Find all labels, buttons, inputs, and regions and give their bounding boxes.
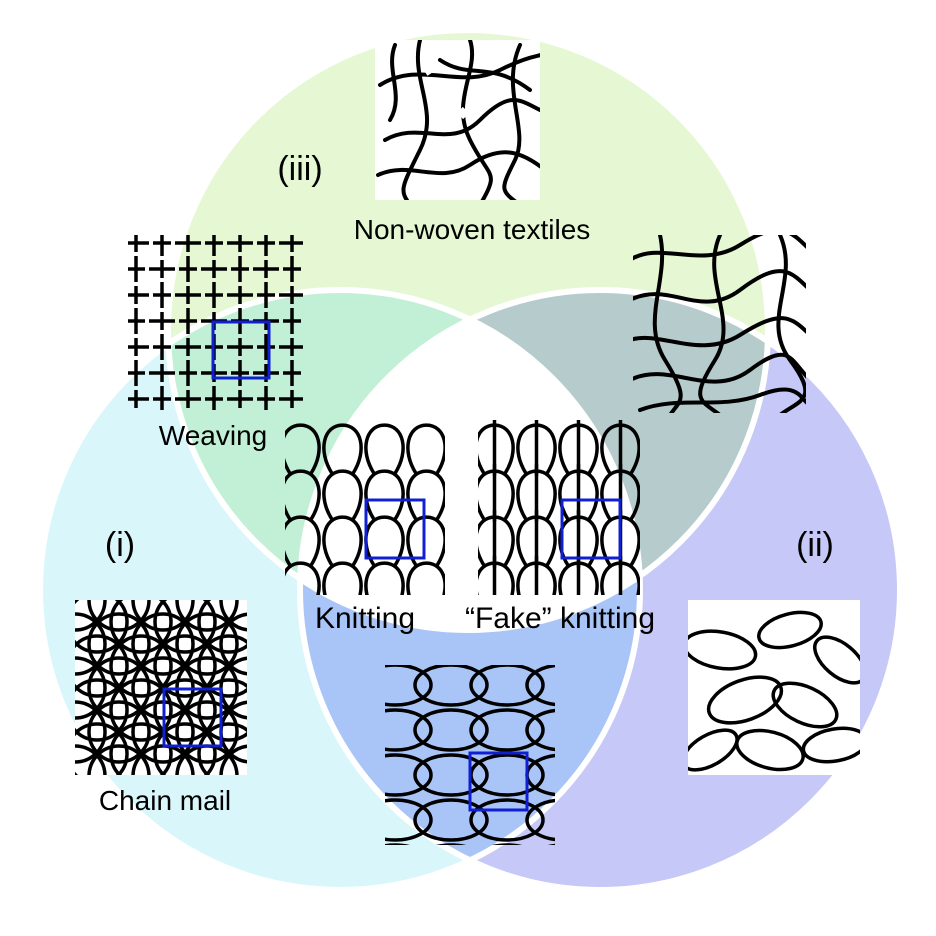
chain-ring-offset [197, 634, 247, 698]
chain-ring-offset [75, 678, 129, 742]
knit-loop [406, 423, 445, 475]
horizontal-loop [525, 665, 555, 707]
chain-ring-offset [153, 634, 217, 698]
knit-loop [406, 561, 445, 595]
chain-ring [175, 612, 239, 676]
fake-knitting-pattern [478, 420, 640, 595]
chain-ring-offset [109, 722, 173, 775]
chain-ring-offset [153, 600, 217, 654]
horizontal-loop [385, 753, 433, 797]
non-woven-pattern [375, 40, 540, 200]
horizontal-loop [385, 665, 433, 707]
non-woven-label: Non-woven textiles [354, 214, 591, 245]
chain-ring [87, 612, 151, 676]
chain-ring [87, 600, 151, 632]
chain-mail-pattern [75, 600, 247, 775]
chain-ring [131, 600, 195, 632]
non-woven-tangle-pattern [633, 235, 806, 413]
region-ii-label: (ii) [796, 526, 834, 564]
horizontal-loop [413, 665, 489, 707]
chain-ring [175, 700, 239, 764]
chain-ring [131, 612, 195, 676]
weaving-label: Weaving [159, 420, 267, 451]
chain-ring [75, 656, 107, 720]
knit-loop [285, 469, 321, 521]
chain-ring-offset [153, 678, 217, 742]
knit-loop [322, 561, 363, 595]
knit-loop [322, 469, 363, 521]
horizontal-loop [413, 753, 489, 797]
chain-ring-offset [75, 600, 129, 654]
knitting-unit-cell [364, 498, 426, 560]
chain-ring-offset [153, 722, 217, 775]
weaving-unit-cell [211, 320, 271, 380]
chain-ring-offset [109, 678, 173, 742]
horizontal-loop [525, 798, 555, 842]
chain-ring [87, 656, 151, 720]
random-rings-pattern [688, 600, 860, 775]
knit-loop [285, 515, 321, 567]
chain-ring-offset [197, 678, 247, 742]
chain-ring-offset [197, 722, 247, 775]
region-i-label: (i) [105, 526, 135, 564]
chain-ring [175, 600, 239, 632]
chain-ring [219, 612, 247, 676]
horizontal-loop [413, 798, 489, 842]
horizontal-loop [469, 708, 545, 752]
horizontal-loop [469, 798, 545, 842]
horizontal-loop [525, 708, 555, 752]
knitting-pattern [285, 423, 445, 595]
horizontal-loop [385, 708, 433, 752]
knit-loop [322, 515, 363, 567]
chain-ring [87, 744, 151, 775]
fake-knitting-unit-cell [560, 498, 622, 560]
chain-ring [87, 700, 151, 764]
knit-loop [322, 423, 363, 475]
knitting-label: Knitting [315, 602, 415, 635]
chain-ring-offset [75, 634, 129, 698]
knit-loop [364, 561, 405, 595]
knit-loop [285, 561, 321, 595]
knit-loop [285, 423, 321, 475]
chain-mail-label: Chain mail [99, 785, 231, 816]
region-iii-label: (iii) [277, 150, 322, 188]
horizontal-loop [385, 798, 433, 842]
chain-mail-unit-cell [162, 687, 223, 748]
chain-ring-offset [109, 600, 173, 654]
knit-loop [406, 515, 445, 567]
horizontal-loop [469, 665, 545, 707]
chain-ring-offset [75, 722, 129, 775]
fake-knitting-label: “Fake” knitting [465, 602, 655, 635]
overlap-knit-pattern [385, 665, 555, 845]
overlap-knit-unit-cell [468, 751, 529, 812]
chain-ring [75, 612, 107, 676]
chain-ring [75, 700, 107, 764]
weaving-pattern [128, 235, 303, 410]
chain-ring-offset [197, 600, 247, 654]
circle-outlines [37, 27, 903, 893]
chain-ring-offset [109, 634, 173, 698]
horizontal-loop [413, 708, 489, 752]
knit-loop [364, 423, 405, 475]
